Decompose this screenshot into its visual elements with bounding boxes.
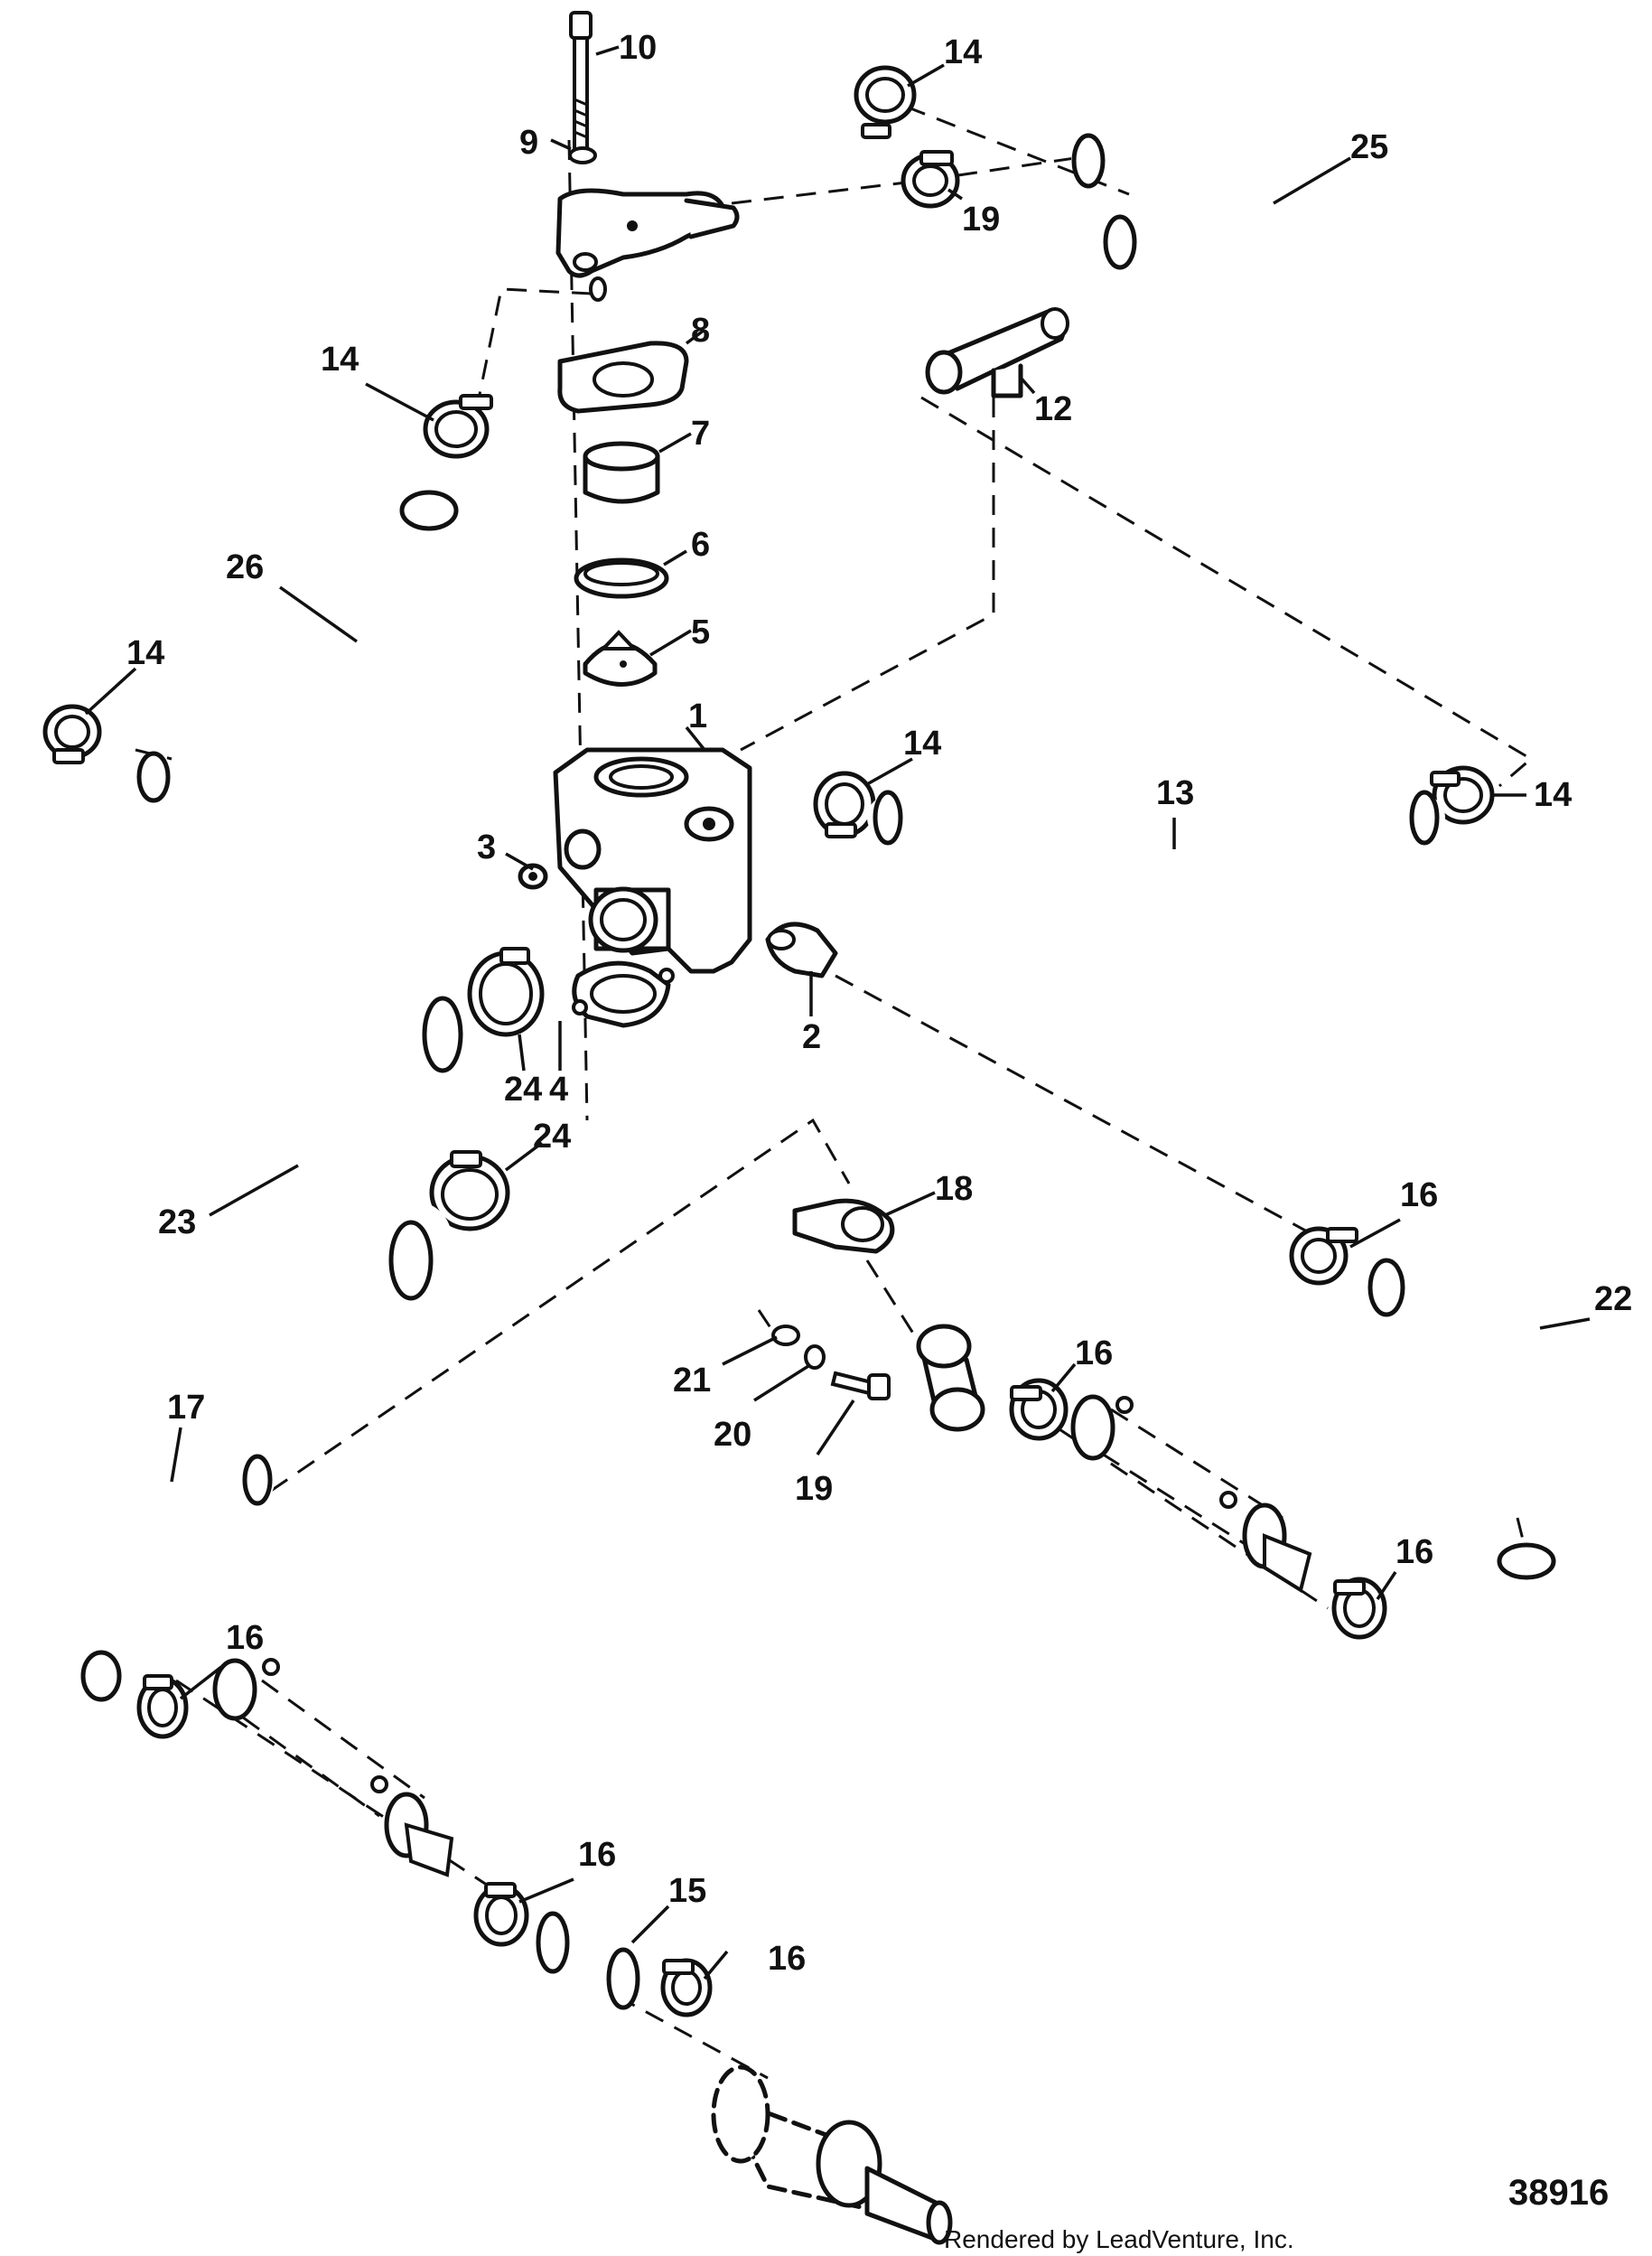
hose-clamp-14-c bbox=[854, 65, 917, 139]
sleeve-7 bbox=[583, 441, 660, 504]
gasket-8 bbox=[557, 341, 689, 414]
callout-23: 23 bbox=[158, 1203, 196, 1241]
tee-12-to-housing-line bbox=[740, 398, 995, 752]
callout-15: 15 bbox=[668, 1872, 706, 1910]
plug-2-to-clamp-16-line bbox=[835, 974, 1320, 1240]
callout-13: 13 bbox=[1156, 774, 1194, 812]
callout-9: 9 bbox=[519, 124, 538, 162]
center-axis-line bbox=[567, 139, 589, 1121]
coupling-sleeve bbox=[916, 1324, 985, 1432]
gasket-4 bbox=[572, 960, 675, 1028]
callout-22: 22 bbox=[1594, 1280, 1632, 1318]
callout-14-a: 14 bbox=[321, 341, 359, 379]
figure-number: 38916 bbox=[1508, 2173, 1609, 2213]
callout-1: 1 bbox=[688, 697, 707, 735]
callout-18: 18 bbox=[935, 1170, 973, 1208]
hose-clamp-16-a bbox=[1289, 1226, 1358, 1286]
callout-6: 6 bbox=[691, 526, 710, 564]
hose-clamp-16-d bbox=[136, 1674, 189, 1739]
hose-clamp-14-b bbox=[42, 704, 102, 764]
hose-25 bbox=[1071, 126, 1381, 391]
hose-clamp-16-f bbox=[660, 1958, 713, 2017]
clamp-14-to-hose-25-line bbox=[875, 93, 1130, 196]
hose-26 bbox=[132, 484, 459, 952]
callout-16-d: 16 bbox=[226, 1619, 264, 1657]
callout-24-lower: 24 bbox=[533, 1118, 571, 1156]
washer-9 bbox=[568, 146, 597, 164]
callout-4: 4 bbox=[549, 1071, 568, 1109]
callout-2: 2 bbox=[802, 1018, 821, 1056]
seal-ring-6 bbox=[574, 557, 669, 599]
washer-21 bbox=[771, 1325, 800, 1346]
callout-24-upper: 24 bbox=[504, 1071, 542, 1109]
callout-7: 7 bbox=[691, 415, 710, 453]
hose-13 bbox=[867, 790, 1445, 911]
clamp-18-to-fitting-line bbox=[865, 1259, 923, 1347]
fitting-3 bbox=[518, 863, 548, 890]
callout-19-upper: 19 bbox=[962, 201, 1000, 239]
callout-17: 17 bbox=[167, 1389, 205, 1427]
callout-8: 8 bbox=[691, 312, 710, 350]
pump-assembly bbox=[711, 2064, 953, 2245]
housing-to-hose-25-line bbox=[731, 156, 1076, 205]
hose-clamp-24-lower bbox=[429, 1150, 510, 1231]
bolt-19 bbox=[830, 1371, 891, 1400]
callout-21: 21 bbox=[673, 1362, 711, 1399]
callout-labels: 10 9 8 7 6 5 1 3 2 4 24 24 23 26 14 14 1… bbox=[126, 29, 1632, 1978]
hose-22-break-line bbox=[1516, 1517, 1528, 1555]
hose-22 bbox=[1362, 1258, 1560, 1726]
callout-20: 20 bbox=[714, 1416, 751, 1454]
hose-clamp-16-c bbox=[1331, 1577, 1387, 1640]
cooler-right bbox=[1070, 1394, 1312, 1594]
thermostat-cover bbox=[555, 188, 740, 302]
hose-clamp-16-e bbox=[473, 1882, 529, 1947]
bolt-10 bbox=[569, 11, 593, 153]
callout-14-d: 14 bbox=[903, 725, 941, 763]
assembly-lines bbox=[135, 93, 1534, 2080]
callout-16-a: 16 bbox=[1400, 1176, 1438, 1214]
callout-16-f: 16 bbox=[578, 1836, 616, 1874]
callout-26: 26 bbox=[226, 548, 264, 586]
callout-14-c: 14 bbox=[944, 33, 982, 71]
callout-3: 3 bbox=[477, 828, 496, 866]
callout-14-e: 14 bbox=[1534, 776, 1572, 814]
callout-10: 10 bbox=[619, 29, 657, 67]
hose-23 bbox=[260, 994, 470, 1321]
plug-2 bbox=[765, 922, 838, 978]
hose-15 bbox=[536, 1911, 640, 2010]
thermostat-housing-1 bbox=[553, 747, 752, 974]
callout-16-b: 16 bbox=[1075, 1334, 1113, 1372]
callout-16-c: 16 bbox=[1395, 1533, 1433, 1571]
leader-lines bbox=[84, 45, 1591, 1980]
tee-12-to-clamp-14-line bbox=[920, 396, 1534, 788]
hose-17 bbox=[23, 1454, 275, 1702]
washer-stack-line bbox=[757, 1309, 779, 1338]
hose-clamp-16-b bbox=[1009, 1378, 1069, 1441]
support-clamp-18 bbox=[792, 1198, 895, 1254]
callout-12: 12 bbox=[1034, 390, 1072, 428]
callout-5: 5 bbox=[691, 613, 710, 651]
cooler-left bbox=[212, 1658, 454, 1877]
hose-clamp-19-upper bbox=[901, 150, 960, 209]
callout-16-e: 16 bbox=[768, 1940, 806, 1978]
thermostat-5 bbox=[583, 630, 658, 687]
hose-clamp-14-d bbox=[813, 771, 876, 838]
callout-25: 25 bbox=[1350, 128, 1388, 166]
render-credit: Rendered by LeadVenture, Inc. bbox=[944, 2225, 1294, 2253]
washer-20 bbox=[804, 1344, 826, 1370]
hose-17-to-clamp-18-line bbox=[270, 1118, 851, 1493]
callout-19-lower: 19 bbox=[795, 1470, 833, 1508]
tee-fitting-12 bbox=[925, 307, 1069, 398]
hose-clamp-14-a bbox=[423, 394, 493, 459]
callout-14-b: 14 bbox=[126, 634, 164, 672]
hose-clamp-24-upper bbox=[467, 947, 545, 1037]
